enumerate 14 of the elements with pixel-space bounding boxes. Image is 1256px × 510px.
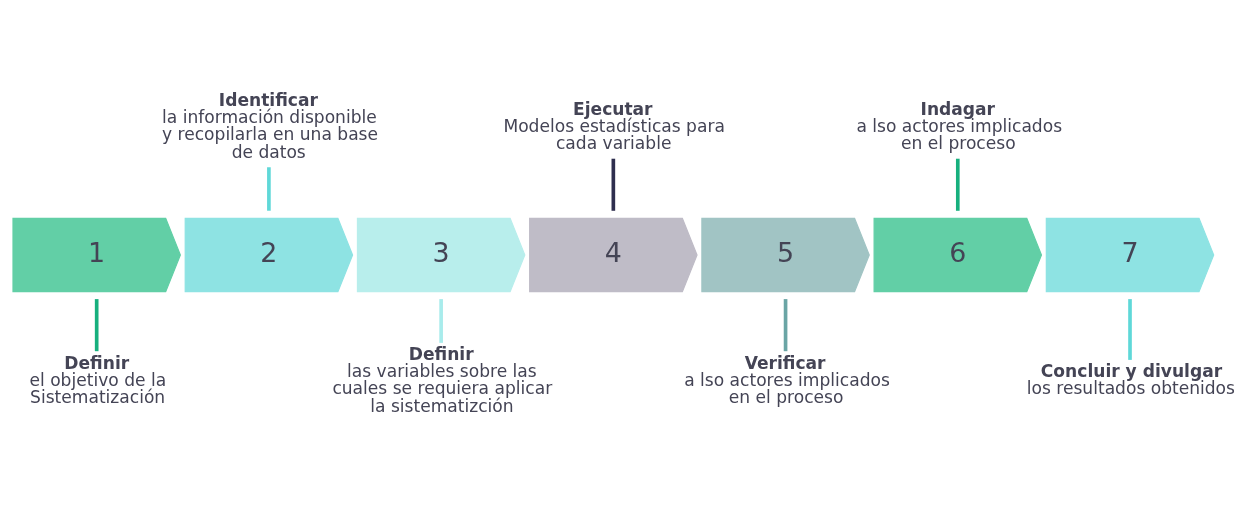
connector bbox=[783, 299, 788, 352]
node-text: Verificar a lso actores implicados en el proceso bbox=[684, 352, 890, 408]
node-text: Ejecutar Modelos estadísticas para cada variable bbox=[503, 98, 725, 153]
node-text: Definir las variables sobre las cuales se requiera aplicar la sistematizción bbox=[332, 344, 553, 416]
connector bbox=[955, 158, 960, 211]
node-text: Definir el objetivo de la Sistematización bbox=[29, 352, 167, 408]
node-text: Indagar a lso actores implicados en el proceso bbox=[856, 98, 1063, 153]
connector bbox=[439, 299, 443, 343]
connector bbox=[611, 158, 616, 211]
connector bbox=[267, 167, 271, 211]
connector bbox=[1128, 299, 1132, 360]
node-text: Identificar la información disponible y recopilarla en una base de datos bbox=[162, 90, 379, 162]
node-text: Concluir y divulgar los resultados obtenidos bbox=[1026, 361, 1235, 399]
connector bbox=[94, 299, 99, 352]
